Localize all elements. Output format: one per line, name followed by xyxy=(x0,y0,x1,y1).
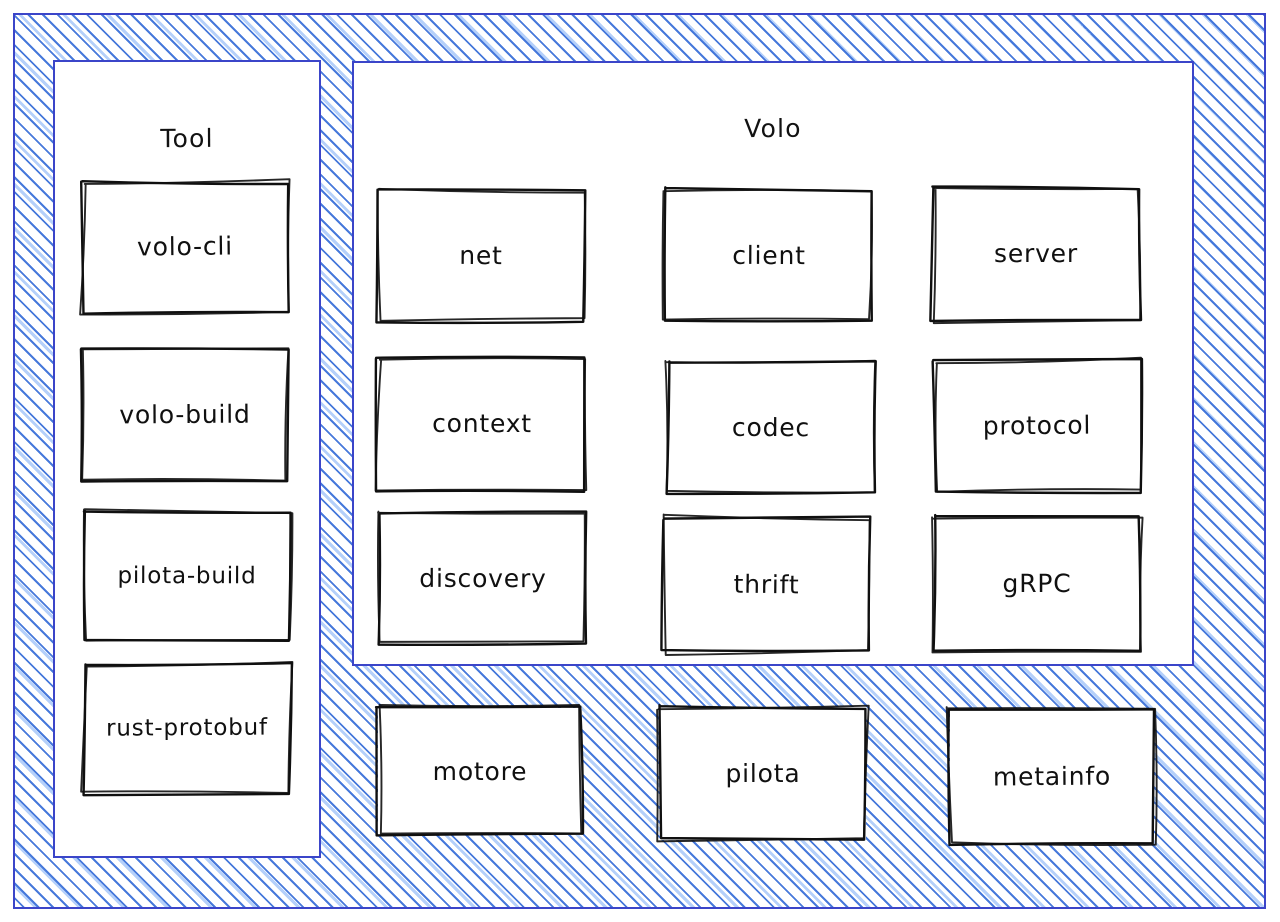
node-label: thrift xyxy=(733,569,800,600)
node-discovery[interactable]: discovery xyxy=(376,510,588,647)
node-pilota-build[interactable]: pilota-build xyxy=(82,508,294,642)
node-label: volo-cli xyxy=(136,231,234,262)
node-net[interactable]: net xyxy=(375,187,587,325)
node-context[interactable]: context xyxy=(374,355,588,494)
node-label: net xyxy=(459,240,503,271)
node-metainfo[interactable]: metainfo xyxy=(945,706,1158,847)
volo-panel-title: Volo xyxy=(744,113,802,144)
node-label: codec xyxy=(731,412,811,442)
node-label: discovery xyxy=(419,563,547,593)
node-label: volo-build xyxy=(119,399,251,430)
node-grpc[interactable]: gRPC xyxy=(931,513,1144,654)
node-volo-build[interactable]: volo-build xyxy=(79,347,290,483)
node-protocol[interactable]: protocol xyxy=(931,356,1144,495)
node-label: rust-protobuf xyxy=(106,714,268,742)
node-label: server xyxy=(993,238,1078,269)
node-label: metainfo xyxy=(992,761,1112,792)
node-label: pilota-build xyxy=(117,562,257,590)
node-label: motore xyxy=(432,756,528,786)
node-client[interactable]: client xyxy=(661,186,873,323)
node-label: protocol xyxy=(982,410,1092,440)
node-volo-cli[interactable]: volo-cli xyxy=(79,178,291,316)
node-codec[interactable]: codec xyxy=(664,359,877,496)
node-label: client xyxy=(732,240,806,271)
node-server[interactable]: server xyxy=(929,185,1143,325)
node-rust-protobuf[interactable]: rust-protobuf xyxy=(80,661,294,797)
tool-panel-title: Tool xyxy=(160,123,214,154)
node-motore[interactable]: motore xyxy=(374,704,585,837)
node-label: pilota xyxy=(725,758,801,788)
node-label: context xyxy=(432,408,532,438)
node-thrift[interactable]: thrift xyxy=(660,513,872,656)
node-label: gRPC xyxy=(1002,568,1072,598)
node-pilota[interactable]: pilota xyxy=(656,703,870,843)
